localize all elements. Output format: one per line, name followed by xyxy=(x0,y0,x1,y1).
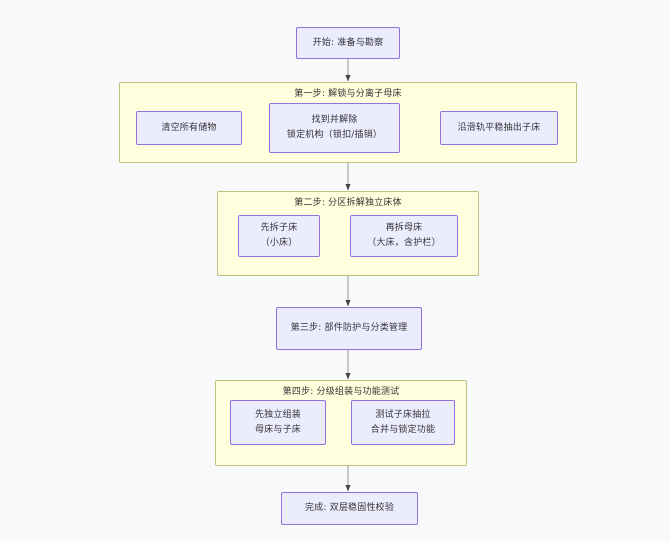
node-finish[interactable]: 完成: 双层稳固性校验 xyxy=(281,492,418,525)
node-finish-label: 完成: 双层稳固性校验 xyxy=(304,503,395,513)
cluster-step1-label: 第一步: 解锁与分离子母床 xyxy=(294,89,402,99)
node-part-protection-label: 第三步: 部件防护与分类管理 xyxy=(290,323,408,333)
node-test-slide-lock-label: 测试子床抽拉 合并与锁定功能 xyxy=(370,409,436,435)
node-part-protection[interactable]: 第三步: 部件防护与分类管理 xyxy=(276,307,422,350)
cluster-step2-label: 第二步: 分区拆解独立床体 xyxy=(294,198,402,208)
node-disassemble-child-bed-label: 先拆子床 （小床） xyxy=(260,223,298,248)
node-assemble-beds-label: 先独立组装 母床与子床 xyxy=(254,409,301,435)
node-disassemble-mother-bed-label: 再拆母床 （大床，含护栏） xyxy=(367,223,441,248)
node-assemble-beds[interactable]: 先独立组装 母床与子床 xyxy=(230,400,326,445)
node-disassemble-child-bed[interactable]: 先拆子床 （小床） xyxy=(238,215,320,257)
node-start-label: 开始: 准备与勘察 xyxy=(312,37,384,48)
node-pull-out-child-bed[interactable]: 沿滑轨平稳抽出子床 xyxy=(440,111,558,145)
node-release-lock[interactable]: 找到并解除 锁定机构（锁扣/插销） xyxy=(269,103,400,153)
node-pull-out-child-bed-label: 沿滑轨平稳抽出子床 xyxy=(457,122,541,133)
node-test-slide-lock[interactable]: 测试子床抽拉 合并与锁定功能 xyxy=(351,400,455,445)
node-disassemble-mother-bed[interactable]: 再拆母床 （大床，含护栏） xyxy=(350,215,458,257)
node-clear-storage-label: 清空所有储物 xyxy=(161,122,217,133)
node-release-lock-label: 找到并解除 锁定机构（锁扣/插销） xyxy=(286,115,383,140)
node-clear-storage[interactable]: 清空所有储物 xyxy=(136,111,242,145)
cluster-step4-label: 第四步: 分级组装与功能测试 xyxy=(282,387,400,397)
node-start[interactable]: 开始: 准备与勘察 xyxy=(296,27,400,59)
